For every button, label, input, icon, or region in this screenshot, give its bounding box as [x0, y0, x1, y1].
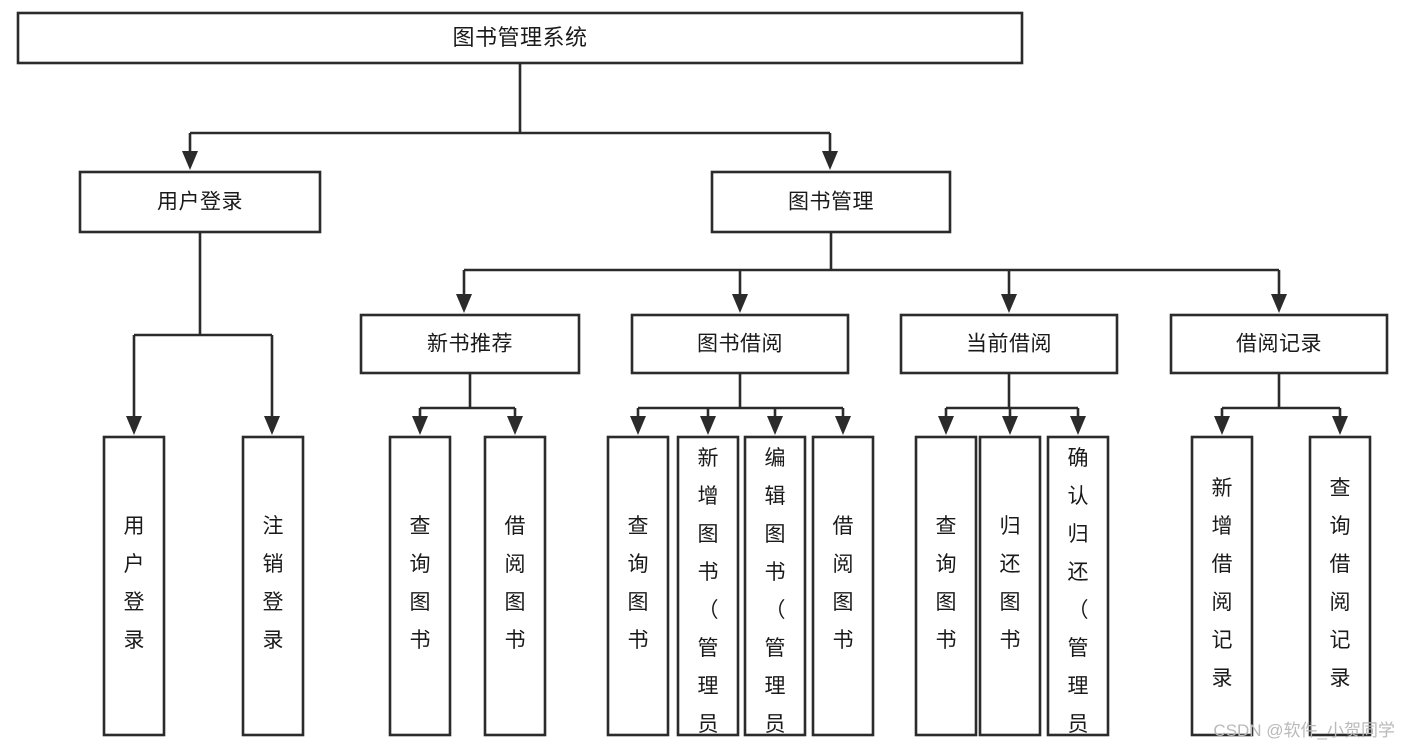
leaf-confirm-return[interactable]: 确认归还（管理员） — [1046, 435, 1110, 747]
node-book_manage[interactable]: 图书管理 — [710, 170, 952, 234]
connector-layer — [126, 63, 1348, 435]
node-layer: 图书管理系统用户登录图书管理新书推荐图书借阅当前借阅借阅记录用户登录注销登录查询… — [16, 11, 1389, 747]
borrow_record-arrow-0 — [1214, 416, 1230, 435]
leaf-logout-label: 注销登录 — [263, 515, 284, 652]
leaf-query-book-borrow-box[interactable] — [606, 435, 670, 737]
leaf-borrow-book-rec-label: 借阅图书 — [505, 515, 526, 652]
book_borrow-arrow-2 — [767, 416, 783, 435]
leaf-add-record-label: 新增借阅记录 — [1212, 477, 1233, 690]
node-new_book_rec[interactable]: 新书推荐 — [359, 313, 581, 375]
leaf-edit-book-box[interactable] — [743, 435, 807, 737]
node-label-new_book_rec: 新书推荐 — [427, 333, 513, 356]
leaf-user-login[interactable]: 用户登录 — [102, 435, 166, 737]
node-root[interactable]: 图书管理系统 — [16, 11, 1024, 65]
leaf-add-book-label: 新增图书（管理员） — [698, 447, 719, 747]
node-book_borrow[interactable]: 图书借阅 — [630, 313, 850, 375]
node-box-new_book_rec[interactable] — [359, 313, 581, 375]
leaf-return-book[interactable]: 归还图书 — [978, 435, 1042, 737]
leaf-user-login-box[interactable] — [102, 435, 166, 737]
node-label-current_borrow: 当前借阅 — [966, 333, 1052, 356]
leaf-return-book-box[interactable] — [978, 435, 1042, 737]
new_book_rec-arrow-1 — [507, 416, 523, 435]
node-label-root: 图书管理系统 — [452, 25, 587, 50]
node-label-book_borrow: 图书借阅 — [697, 333, 783, 356]
leaf-edit-book-label: 编辑图书（管理员） — [765, 447, 786, 747]
borrow_record-arrow-1 — [1332, 416, 1348, 435]
leaf-query-book-current[interactable]: 查询图书 — [914, 435, 978, 737]
leaf-borrow-book-label: 借阅图书 — [833, 515, 854, 652]
leaf-confirm-return-box[interactable] — [1046, 435, 1110, 737]
leaf-add-record[interactable]: 新增借阅记录 — [1190, 435, 1254, 737]
leaf-logout-box[interactable] — [241, 435, 305, 737]
leaf-add-record-box[interactable] — [1190, 435, 1254, 737]
leaf-borrow-book-rec[interactable]: 借阅图书 — [483, 435, 547, 737]
node-borrow_record[interactable]: 借阅记录 — [1169, 313, 1389, 375]
node-box-book_borrow[interactable] — [630, 313, 850, 375]
node-box-root[interactable] — [16, 11, 1024, 65]
node-label-borrow_record: 借阅记录 — [1236, 333, 1322, 356]
book_borrow-arrow-1 — [700, 416, 716, 435]
level2_book_manage-arrow-1 — [732, 294, 748, 313]
leaf-borrow-book-box[interactable] — [811, 435, 875, 737]
current_borrow-arrow-2 — [1070, 416, 1086, 435]
node-current_borrow[interactable]: 当前借阅 — [899, 313, 1119, 375]
leaf-query-book-rec-box[interactable] — [388, 435, 452, 737]
leaf-query-book-borrow-label: 查询图书 — [628, 515, 649, 652]
leaf-borrow-book-rec-box[interactable] — [483, 435, 547, 737]
leaf-return-book-label: 归还图书 — [1000, 515, 1021, 652]
leaf-query-book-current-box[interactable] — [914, 435, 978, 737]
level2_book_manage-arrow-3 — [1271, 294, 1287, 313]
leaf-borrow-book[interactable]: 借阅图书 — [811, 435, 875, 737]
node-user_login[interactable]: 用户登录 — [78, 170, 322, 234]
leaf-query-book-rec[interactable]: 查询图书 — [388, 435, 452, 737]
node-label-user_login: 用户登录 — [157, 191, 243, 214]
leaf-user-login-label: 用户登录 — [124, 515, 145, 652]
csdn-watermark: CSDN @软件_小贺同学 — [1213, 721, 1395, 740]
leaf-query-book-borrow[interactable]: 查询图书 — [606, 435, 670, 737]
book_borrow-arrow-0 — [630, 416, 646, 435]
node-box-current_borrow[interactable] — [899, 313, 1119, 375]
current_borrow-arrow-0 — [938, 416, 954, 435]
level2_user_login-arrow-1 — [264, 416, 280, 435]
node-label-book_manage: 图书管理 — [788, 191, 874, 214]
leaf-add-book[interactable]: 新增图书（管理员） — [676, 435, 740, 747]
leaf-query-record-box[interactable] — [1308, 435, 1372, 737]
level2_user_login-arrow-0 — [126, 416, 142, 435]
leaf-query-book-rec-label: 查询图书 — [410, 515, 431, 652]
node-box-user_login[interactable] — [78, 170, 322, 234]
leaf-logout[interactable]: 注销登录 — [241, 435, 305, 737]
leaf-edit-book[interactable]: 编辑图书（管理员） — [743, 435, 807, 747]
level2_book_manage-arrow-2 — [1001, 294, 1017, 313]
level2_book_manage-arrow-0 — [456, 294, 472, 313]
new_book_rec-arrow-0 — [412, 416, 428, 435]
leaf-query-record[interactable]: 查询借阅记录 — [1308, 435, 1372, 737]
leaf-confirm-return-label: 确认归还（管理员） — [1068, 447, 1089, 747]
leaf-query-record-label: 查询借阅记录 — [1330, 477, 1351, 690]
root_to_level2-arrow-0 — [182, 151, 198, 170]
book_borrow-arrow-3 — [835, 416, 851, 435]
leaf-add-book-box[interactable] — [676, 435, 740, 737]
current_borrow-arrow-1 — [1002, 416, 1018, 435]
root_to_level2-arrow-1 — [822, 151, 838, 170]
node-box-borrow_record[interactable] — [1169, 313, 1389, 375]
leaf-query-book-current-label: 查询图书 — [936, 515, 957, 652]
node-box-book_manage[interactable] — [710, 170, 952, 234]
